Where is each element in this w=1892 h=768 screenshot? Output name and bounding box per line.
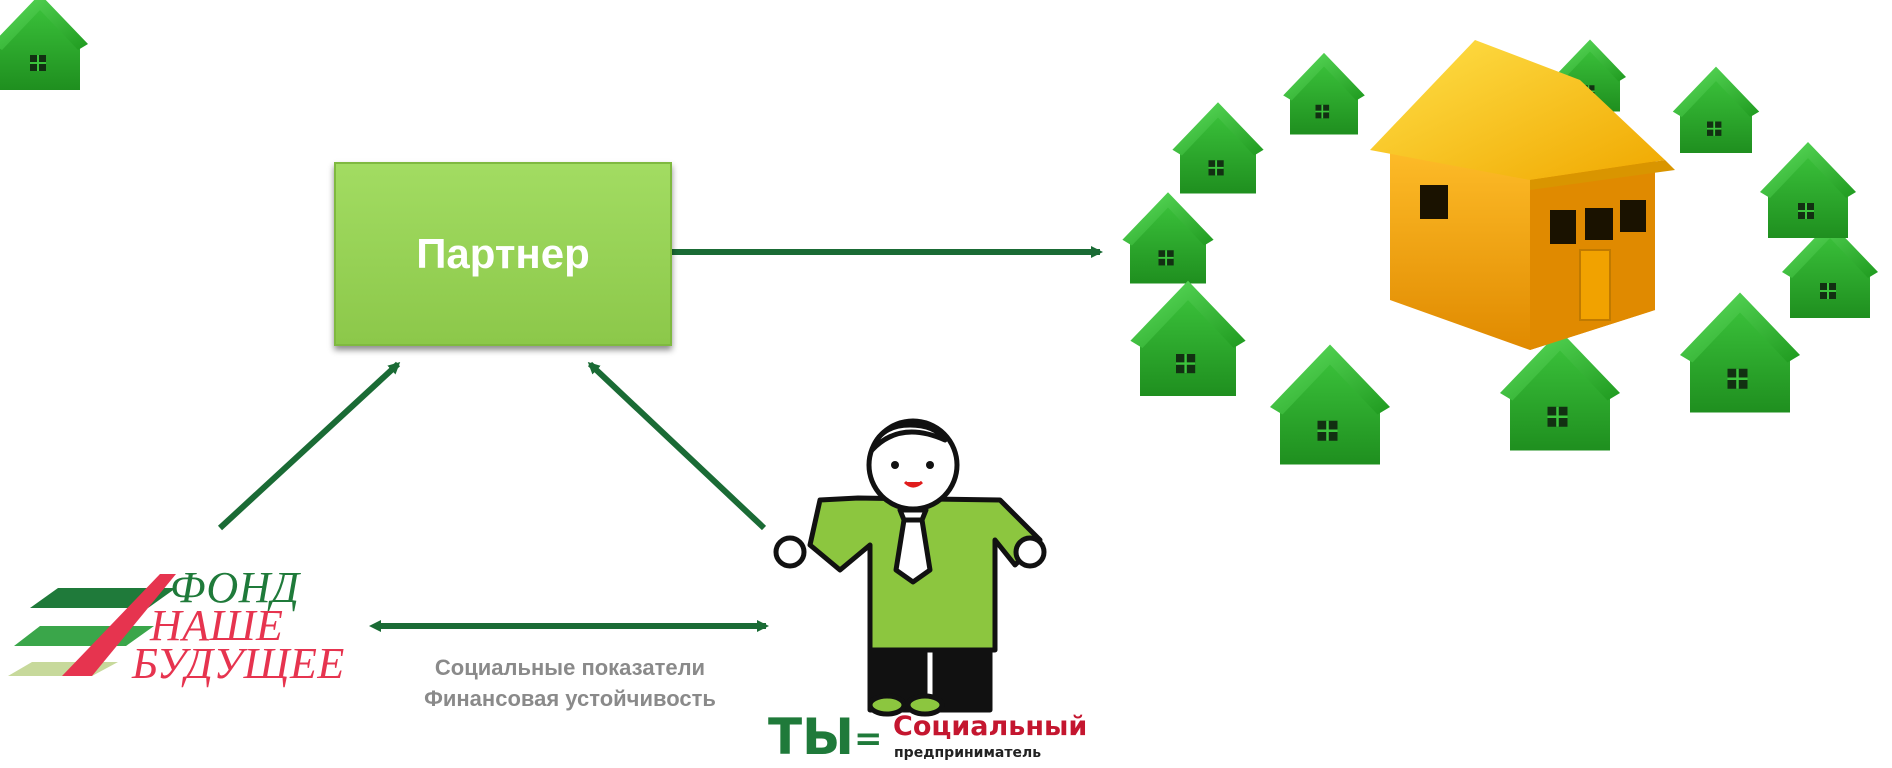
entrepreneur-figure-icon — [773, 418, 1047, 717]
equals-sign: = — [854, 719, 883, 759]
arrow-you-to-partner — [587, 361, 767, 531]
you-text: ТЫ — [768, 708, 854, 766]
caption-social-indicators: Социальные показатели — [434, 655, 706, 680]
partner-box: Партнер — [334, 162, 672, 346]
role-entrepreneur: предприниматель — [894, 745, 1042, 761]
partner-label: Партнер — [416, 230, 590, 277]
fund-logo-line1: ФОНД — [170, 563, 300, 612]
fund-logo-mark — [8, 574, 176, 676]
fund-logo-line2: НАШЕ — [150, 601, 284, 650]
arrow-fund-to-partner — [217, 361, 401, 531]
fund-logo-line3: БУДУЩЕЕ — [132, 639, 345, 688]
role-social: Социальный — [893, 711, 1088, 742]
houses-circle-icon — [0, 0, 1879, 466]
caption-financial-sustainability: Финансовая устойчивость — [424, 686, 716, 711]
